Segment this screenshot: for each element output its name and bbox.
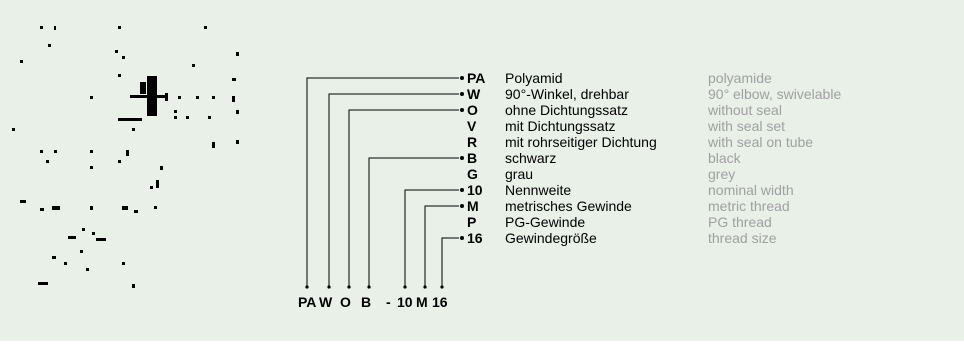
row-code: 10 <box>467 182 483 198</box>
part-number-dash: - <box>386 294 391 310</box>
connector-dot <box>460 92 464 96</box>
connector-line <box>306 77 459 287</box>
row-german-label: Gewindegröße <box>505 230 597 246</box>
row-german-label: metrisches Gewinde <box>505 198 632 214</box>
row-english-label: black <box>708 150 741 166</box>
product-image <box>12 26 239 288</box>
row-english-label: grey <box>708 166 736 182</box>
connector-end-dot <box>403 285 407 289</box>
row-german-label: mit Dichtungssatz <box>505 118 616 134</box>
row-code: B <box>467 150 478 166</box>
part-number-b: B <box>361 294 372 310</box>
connector-dot <box>460 108 464 112</box>
row-code: R <box>467 134 478 150</box>
row-german-label: schwarz <box>505 150 557 166</box>
connector-dot <box>460 204 464 208</box>
row-german-label: grau <box>505 166 534 182</box>
part-number-10: 10 <box>397 294 413 310</box>
connector-end-dot <box>347 285 351 289</box>
row-code: PA <box>467 70 486 86</box>
row-code: G <box>467 166 478 182</box>
connector-line <box>368 157 459 287</box>
row-german-label: Polyamid <box>505 70 563 86</box>
row-english-label: polyamide <box>708 70 772 86</box>
row-german-label: Nennweite <box>505 182 572 198</box>
row-english-label: without seal <box>708 102 782 118</box>
row-german-label: 90°-Winkel, drehbar <box>505 86 629 102</box>
row-english-label: PG thread <box>708 214 772 230</box>
row-code: O <box>467 102 478 118</box>
connector-end-dot <box>327 285 331 289</box>
connector-end-dot <box>440 285 444 289</box>
connector-line <box>424 205 459 287</box>
row-code: P <box>467 214 477 230</box>
part-number-16: 16 <box>432 294 448 310</box>
row-code: M <box>467 198 479 214</box>
connector-lines <box>305 76 464 289</box>
connector-end-dot <box>305 285 309 289</box>
row-english-label: 90° elbow, swivelable <box>708 86 842 102</box>
row-code: 16 <box>467 230 483 246</box>
connector-dot <box>460 76 464 80</box>
part-number-w: W <box>319 294 333 310</box>
part-number-o: O <box>340 294 351 310</box>
row-english-label: thread size <box>708 230 777 246</box>
row-code: W <box>467 86 481 102</box>
connector-line <box>328 93 459 287</box>
row-english-label: metric thread <box>708 198 790 214</box>
connector-line <box>348 109 459 287</box>
connector-end-dot <box>423 285 427 289</box>
row-english-label: nominal width <box>708 182 794 198</box>
row-english-label: with seal on tube <box>708 134 814 150</box>
part-number-pa: PA <box>298 294 317 310</box>
row-german-label: ohne Dichtungssatz <box>505 102 628 118</box>
row-english-label: with seal set <box>708 118 786 134</box>
connector-line <box>404 189 459 287</box>
row-code: V <box>467 118 477 134</box>
connector-dot <box>460 188 464 192</box>
connector-line <box>441 237 459 287</box>
row-german-label: mit rohrseitiger Dichtung <box>505 134 657 150</box>
connector-dot <box>460 236 464 240</box>
row-german-label: PG-Gewinde <box>505 214 586 230</box>
part-number-m: M <box>416 294 428 310</box>
connector-dot <box>460 156 464 160</box>
connector-end-dot <box>367 285 371 289</box>
